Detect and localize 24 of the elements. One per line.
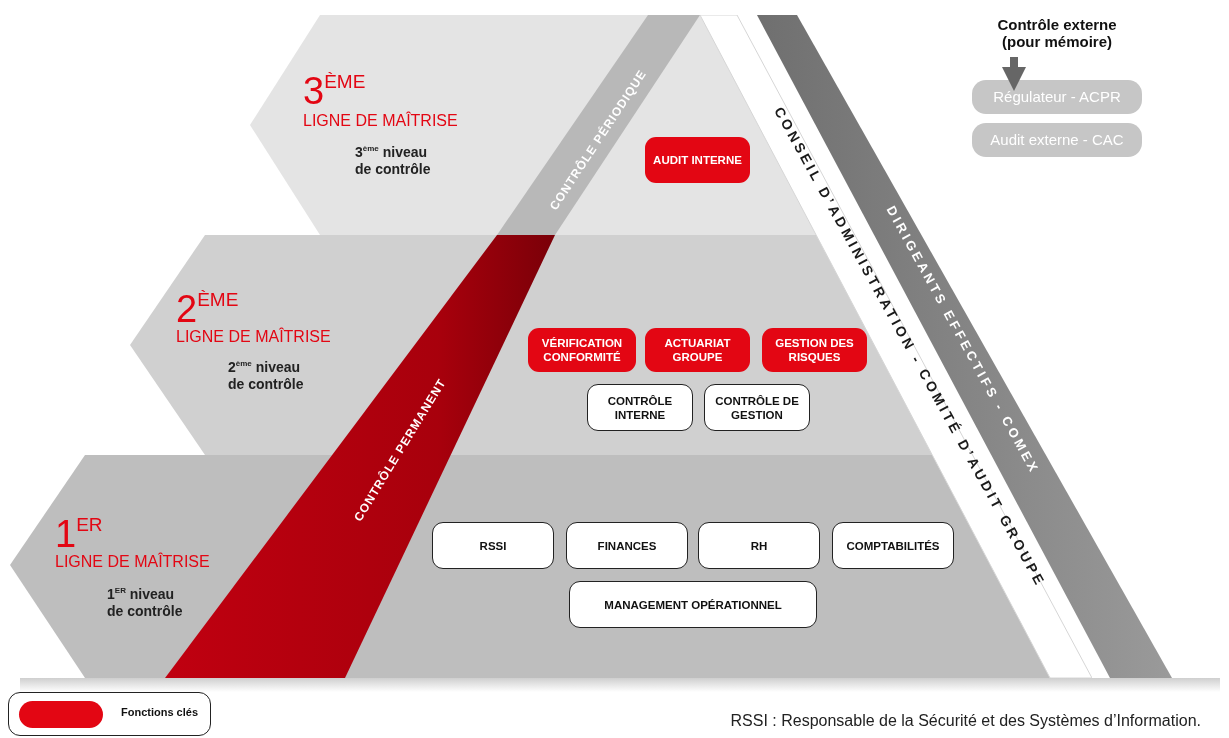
footnote-text: RSSI : Responsable de la Sécurité et des Systèmes d’Information. bbox=[730, 712, 1201, 730]
external-control-box: Audit externe - CAC bbox=[972, 123, 1142, 157]
function-box: CONTRÔLE INTERNE bbox=[587, 384, 693, 431]
function-box: RSSI bbox=[432, 522, 554, 569]
level-subtitle: 2$^{ème}$ niveau de contrôle bbox=[228, 357, 305, 393]
line-title: LIGNE DE MAÎTRISE bbox=[55, 553, 210, 571]
key-function-box: AUDIT INTERNE bbox=[645, 137, 750, 183]
function-box: FINANCES bbox=[566, 522, 688, 569]
function-box: CONTRÔLE DE GESTION bbox=[704, 384, 810, 431]
level-number: 1$^{ER}$ bbox=[55, 515, 103, 553]
level-number: 3$^{ÈME}$ bbox=[303, 72, 366, 110]
legend-text: Fonctions clés bbox=[121, 706, 199, 718]
level-subtitle: 1$^{ER}$ niveau de contrôle bbox=[107, 584, 184, 620]
function-box: MANAGEMENT OPÉRATIONNEL bbox=[569, 581, 817, 628]
external-control-box: Régulateur - ACPR bbox=[972, 80, 1142, 114]
function-box: RH bbox=[698, 522, 820, 569]
function-box: COMPTABILITÉS bbox=[832, 522, 954, 569]
key-function-box: VÉRIFICATION CONFORMITÉ bbox=[528, 328, 636, 372]
heading-text: Contrôle externe (pour mémoire) bbox=[987, 16, 1127, 56]
key-function-box: ACTUARIAT GROUPE bbox=[645, 328, 750, 372]
line-title: LIGNE DE MAÎTRISE bbox=[303, 112, 458, 130]
line-title: LIGNE DE MAÎTRISE bbox=[176, 328, 331, 346]
level-number: 2$^{ÈME}$ bbox=[176, 290, 239, 328]
level-subtitle: 3$^{ème}$ niveau de contrôle bbox=[355, 142, 432, 178]
